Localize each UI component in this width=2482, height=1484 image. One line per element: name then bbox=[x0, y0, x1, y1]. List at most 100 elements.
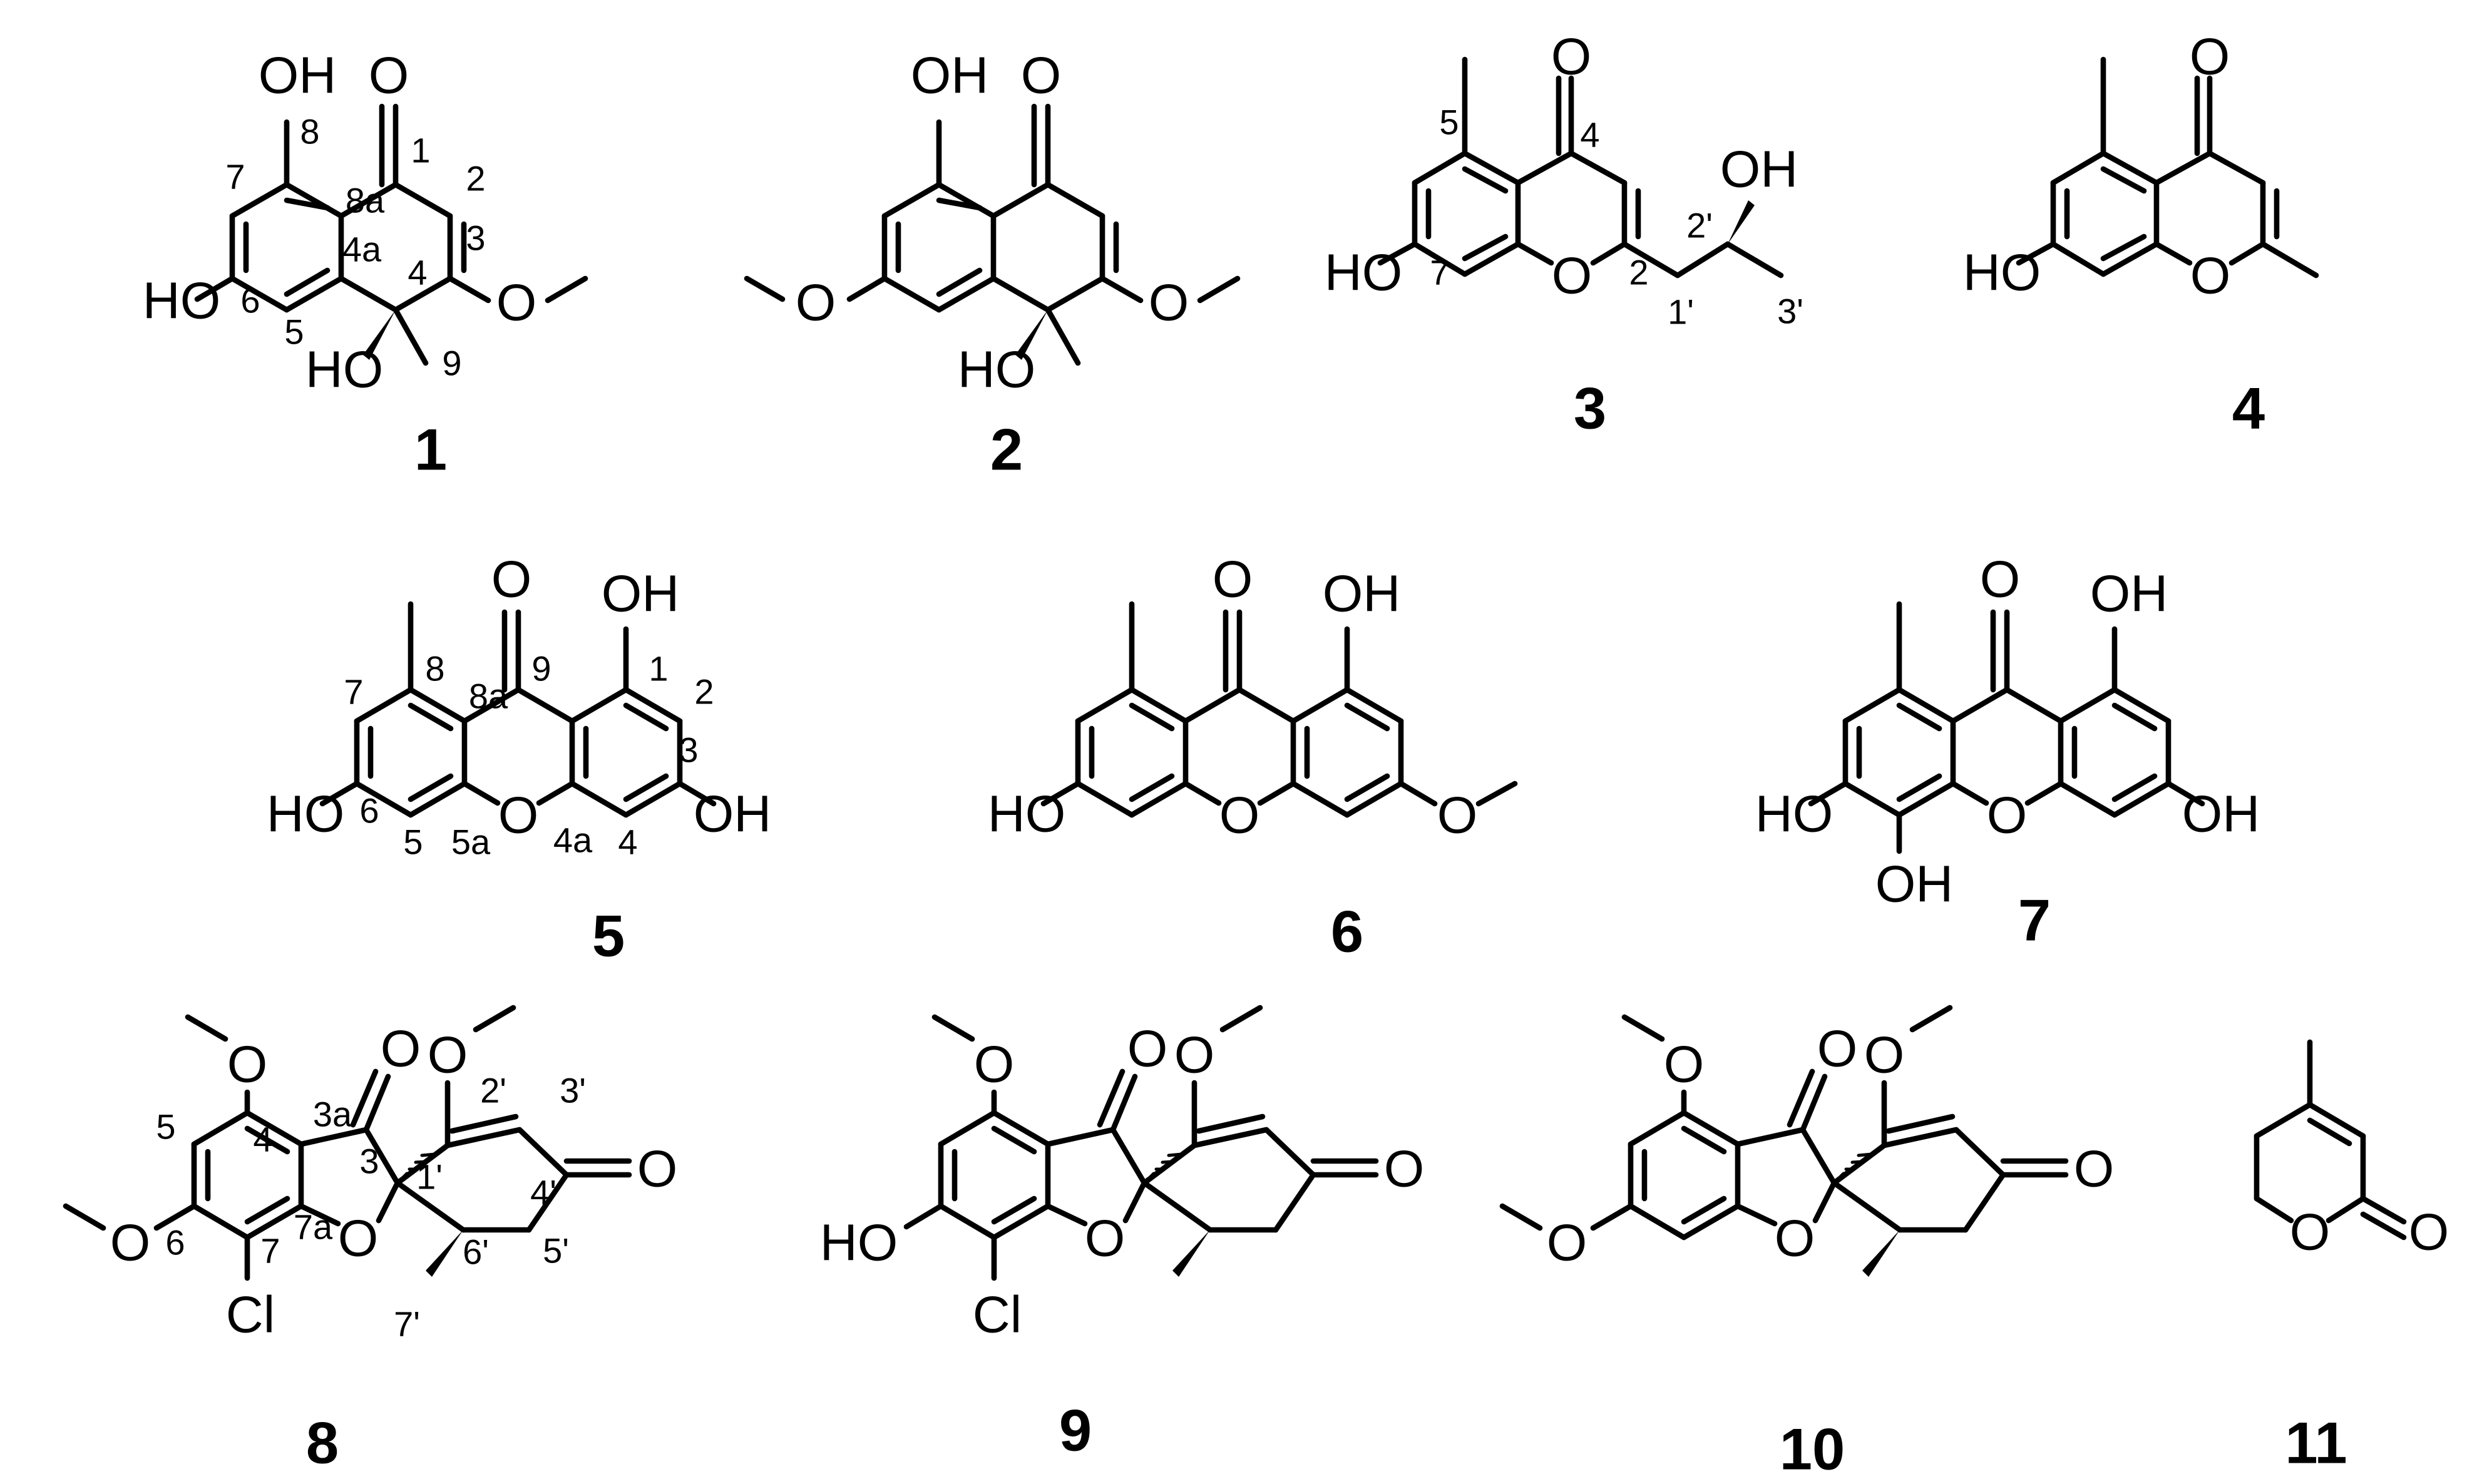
compound-11-label: 11 bbox=[2285, 1410, 2347, 1476]
compound-1-structure: OH O HO O HO 1 2 3 4 4a 5 6 7 8 8a 9 1 bbox=[143, 46, 588, 483]
compound-10-label: 10 bbox=[1780, 1416, 1845, 1482]
compound-2-label: 2 bbox=[990, 417, 1023, 483]
compound-5-atom-o-9: O bbox=[491, 550, 532, 608]
compound-1-atom-oh-8: OH bbox=[259, 46, 337, 105]
compound-5-atom-oh-3: OH bbox=[694, 785, 772, 843]
compound-9-atom-o-3: O bbox=[1127, 1020, 1168, 1078]
compound-4-atom-o-1: O bbox=[2190, 247, 2231, 305]
compound-8-atom-o-2p: O bbox=[428, 1026, 468, 1084]
compound-9-atom-cl-7: Cl bbox=[973, 1286, 1022, 1344]
compound-6-atom-o-9: O bbox=[1213, 550, 1253, 608]
compound-1-locant-5: 5 bbox=[284, 312, 304, 352]
compound-2-atom-o-1: O bbox=[1021, 46, 1062, 105]
compound-3-locant-2: 2 bbox=[1629, 253, 1648, 292]
compound-3-atom-ho-7: HO bbox=[1325, 243, 1403, 302]
compound-10-atom-o-4p: O bbox=[2074, 1140, 2115, 1198]
compound-10-atom-o-3: O bbox=[1817, 1020, 1858, 1078]
compound-5-locant-8: 8 bbox=[425, 649, 444, 688]
compound-3-locant-2p: 2' bbox=[1686, 206, 1713, 245]
compound-1-atom-ho-6: HO bbox=[143, 272, 221, 330]
compound-6-structure: O OH HO O O 6 bbox=[988, 550, 1518, 965]
compound-9-atom-o-2p: O bbox=[1174, 1026, 1215, 1084]
compound-8-locant-2p: 2' bbox=[480, 1071, 506, 1110]
compound-1-locant-4a: 4a bbox=[342, 230, 382, 269]
compound-7-label: 7 bbox=[2018, 888, 2051, 953]
compound-9-atom-o-1: O bbox=[1085, 1209, 1126, 1267]
compound-11-atom-o-carbonyl: O bbox=[2409, 1203, 2449, 1261]
compound-5-locant-3: 3 bbox=[679, 730, 698, 770]
compound-1-locant-1: 1 bbox=[411, 131, 430, 170]
compound-1-locant-6: 6 bbox=[240, 281, 260, 320]
compound-5-locant-4: 4 bbox=[618, 822, 637, 862]
compound-9-atom-o-4p: O bbox=[1384, 1140, 1425, 1198]
compound-3-atom-o-4: O bbox=[1551, 28, 1592, 86]
compound-7-structure: O OH HO OH O OH 7 bbox=[1755, 550, 2260, 953]
compound-8-locant-6p: 6' bbox=[463, 1232, 489, 1272]
compound-8-atom-o-1: O bbox=[338, 1209, 379, 1267]
compound-5-locant-7: 7 bbox=[344, 672, 363, 712]
compound-5-locant-5: 5 bbox=[403, 822, 423, 862]
compound-7-atom-oh-1: OH bbox=[2090, 565, 2168, 623]
compound-6-atom-o-3: O bbox=[1437, 786, 1478, 844]
compound-1-locant-8: 8 bbox=[300, 112, 319, 151]
compound-8-atom-cl-7: Cl bbox=[226, 1286, 275, 1344]
compound-9-atom-ho-6: HO bbox=[820, 1214, 898, 1272]
compound-4-structure: O HO O 4 bbox=[1963, 28, 2319, 441]
compound-8-locant-7p: 7' bbox=[394, 1304, 420, 1344]
compound-8-locant-7: 7 bbox=[260, 1231, 280, 1271]
compound-8-locant-3a: 3a bbox=[313, 1095, 352, 1134]
compound-1-atom-o-3: O bbox=[496, 274, 537, 332]
compound-3-locant-3p: 3' bbox=[1777, 292, 1803, 331]
compound-7-atom-oh-3: OH bbox=[2182, 785, 2260, 843]
compound-10-atom-o-4: O bbox=[1664, 1035, 1705, 1093]
compound-8-label: 8 bbox=[306, 1410, 339, 1476]
compound-8-locant-3p: 3' bbox=[560, 1071, 586, 1110]
compound-10-atom-o-6: O bbox=[1547, 1214, 1587, 1272]
compound-2-atom-ho-4: HO bbox=[958, 340, 1036, 399]
compound-3-atom-oh-2p: OH bbox=[1720, 140, 1798, 198]
compound-8-locant-5p: 5' bbox=[543, 1231, 569, 1271]
compound-3-atom-o-1: O bbox=[1552, 247, 1592, 305]
compound-8-locant-1p: 1' bbox=[416, 1157, 443, 1197]
compound-1-locant-9: 9 bbox=[442, 344, 461, 383]
compound-1-locant-2: 2 bbox=[466, 159, 485, 198]
compound-7-atom-ho-6: HO bbox=[1755, 785, 1833, 843]
compound-6-atom-ho-6: HO bbox=[988, 785, 1066, 843]
compound-8-atom-o-4p: O bbox=[637, 1140, 678, 1198]
compound-8-locant-7a: 7a bbox=[294, 1207, 333, 1247]
compound-3-label: 3 bbox=[1574, 376, 1606, 441]
compound-10-structure: O O O O O O 10 bbox=[1499, 1005, 2115, 1482]
compound-5-locant-2: 2 bbox=[694, 672, 714, 712]
compound-5-locant-9: 9 bbox=[531, 649, 551, 688]
compound-4-atom-ho-7: HO bbox=[1963, 243, 2041, 302]
compound-5-atom-o-10: O bbox=[498, 786, 539, 844]
compound-3-locant-5: 5 bbox=[1439, 103, 1459, 142]
compound-3-locant-7: 7 bbox=[1430, 253, 1449, 292]
compound-7-atom-o-10: O bbox=[1987, 786, 2028, 844]
compound-9-label: 9 bbox=[1059, 1398, 1092, 1463]
compound-8-locant-6: 6 bbox=[165, 1223, 185, 1262]
compound-5-atom-oh-1: OH bbox=[602, 565, 680, 623]
compound-1-label: 1 bbox=[414, 417, 447, 483]
compound-8-locant-3: 3 bbox=[359, 1142, 379, 1181]
compound-1-atom-ho-4: HO bbox=[305, 340, 384, 399]
compound-2-atom-o-6: O bbox=[796, 274, 836, 332]
compound-4-atom-o-4: O bbox=[2190, 28, 2230, 86]
compound-5-locant-8a: 8a bbox=[469, 677, 508, 716]
compound-1-locant-4: 4 bbox=[408, 253, 427, 292]
compound-11-structure: O O 11 bbox=[2254, 1039, 2449, 1476]
compound-10-atom-o-2p: O bbox=[1864, 1026, 1905, 1084]
compound-3-structure: O OH HO O 2 4 5 7 1' 2' 3' 3 bbox=[1325, 28, 1803, 441]
compound-3-locant-4: 4 bbox=[1580, 115, 1599, 155]
compound-1-atom-o-1: O bbox=[369, 46, 409, 105]
compound-8-locant-4: 4 bbox=[253, 1120, 272, 1159]
compound-6-atom-o-10: O bbox=[1219, 786, 1260, 844]
compound-8-locant-5: 5 bbox=[156, 1107, 175, 1147]
compound-9-atom-o-4: O bbox=[974, 1035, 1015, 1093]
compound-5-locant-6: 6 bbox=[359, 791, 379, 831]
compound-5-atom-ho-6: HO bbox=[267, 785, 345, 843]
compound-5-label: 5 bbox=[592, 903, 625, 969]
compound-4-label: 4 bbox=[2232, 376, 2265, 441]
